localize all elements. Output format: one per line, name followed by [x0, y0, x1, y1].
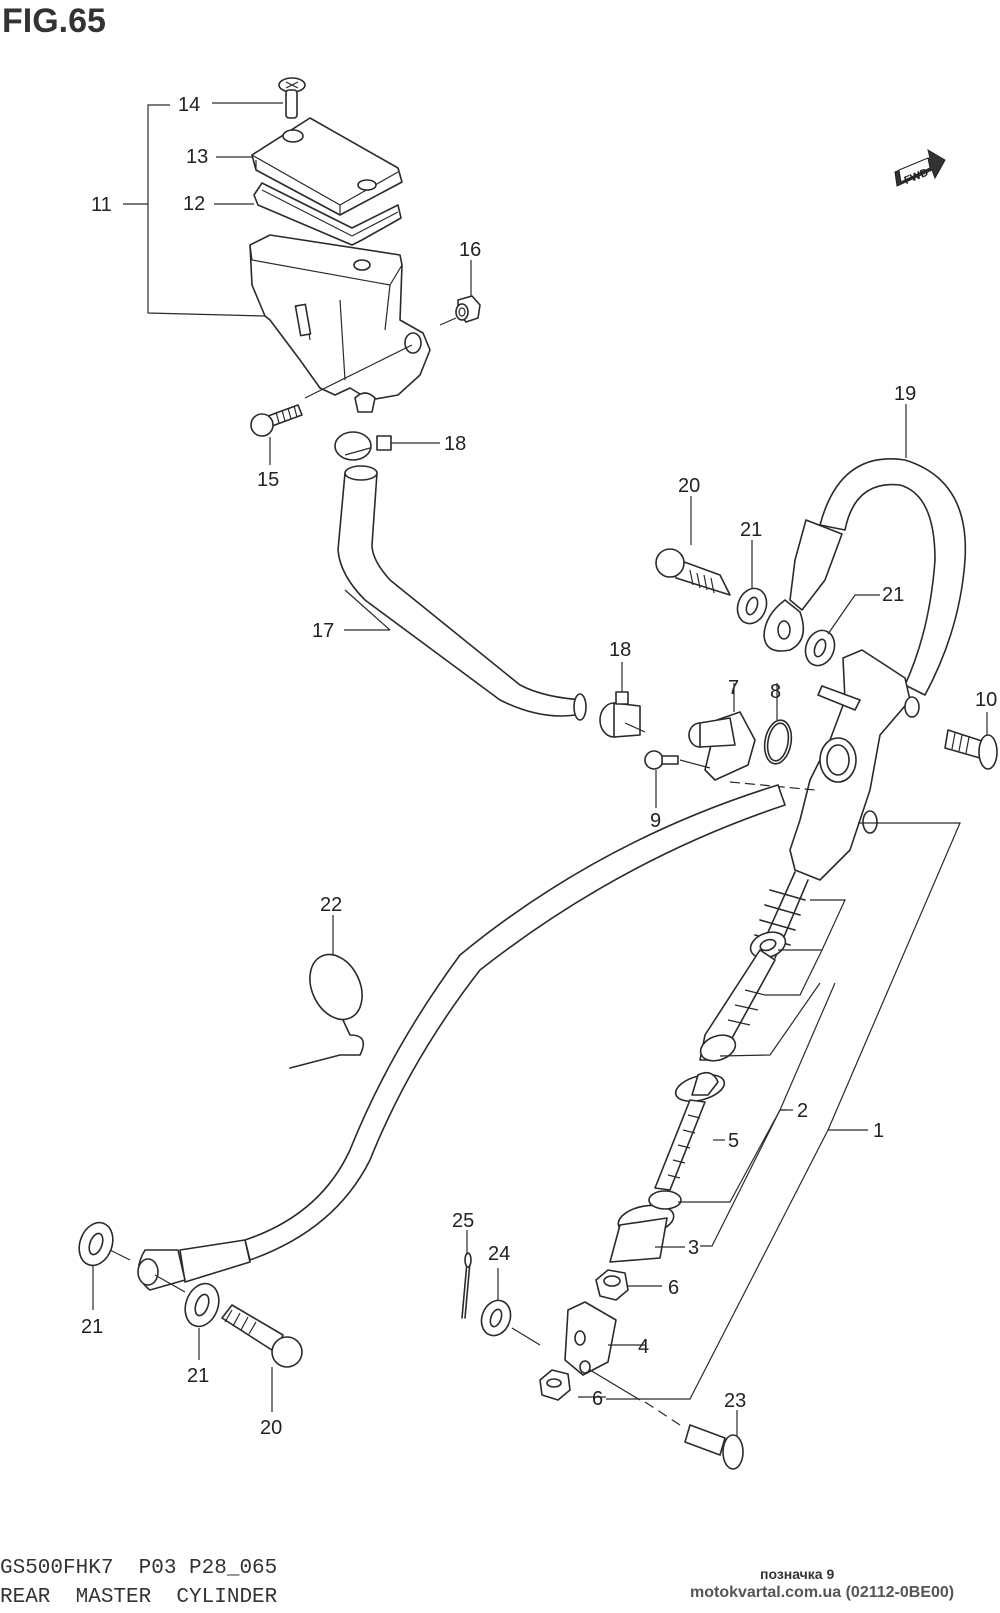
- push-rod: [654, 1071, 726, 1191]
- callout-10: 10: [975, 689, 997, 711]
- watermark-site: motokvartal.com.ua (02112-0BE00): [690, 1584, 955, 1601]
- callout-5: 5: [728, 1130, 739, 1152]
- brake-hose-upper: [763, 458, 967, 696]
- union-bolt-lower: [221, 1304, 303, 1368]
- callout-19: 19: [894, 383, 916, 405]
- callout-9: 9: [650, 810, 661, 832]
- connector: [688, 711, 756, 781]
- callout-24: 24: [488, 1243, 510, 1265]
- callout-23: 23: [724, 1390, 746, 1412]
- callout-25: 25: [452, 1210, 474, 1232]
- callout-21-upper-a: 21: [740, 519, 762, 541]
- callout-11: 11: [91, 194, 112, 216]
- callout-12: 12: [183, 193, 205, 215]
- callout-6-lower: 6: [592, 1388, 603, 1410]
- cylinder-spring: [754, 871, 809, 959]
- callout-14: 14: [178, 94, 200, 116]
- o-ring: [763, 719, 793, 765]
- reservoir-diaphragm: [253, 182, 402, 246]
- gasket-lower-b: [184, 1282, 220, 1328]
- callout-21-lower-a: 21: [81, 1316, 103, 1338]
- callout-18-lower: 18: [609, 639, 631, 661]
- callout-6-upper: 6: [668, 1277, 679, 1299]
- reservoir-cap-screw: [278, 77, 306, 119]
- reservoir-tank: [249, 234, 431, 413]
- callout-18-upper: 18: [444, 433, 466, 455]
- callout-21-lower-b: 21: [187, 1365, 209, 1387]
- master-cylinder-body: [789, 649, 920, 881]
- nut-upper: [595, 1269, 629, 1301]
- clevis: [564, 1301, 617, 1376]
- nut-lower: [539, 1369, 571, 1401]
- gasket-upper-a: [736, 587, 768, 625]
- figure-name: REAR MASTER CYLINDER: [0, 1586, 278, 1609]
- union-bolt-upper: [655, 548, 731, 596]
- reservoir-hose: [337, 465, 587, 721]
- connector-screw: [644, 750, 679, 770]
- callout-17: 17: [312, 620, 334, 642]
- piston: [699, 949, 776, 1062]
- washer: [480, 1299, 512, 1337]
- callout-20-lower: 20: [260, 1417, 282, 1439]
- reservoir-group: [123, 77, 481, 465]
- callout-13: 13: [186, 146, 208, 168]
- reservoir-cap: [251, 117, 403, 216]
- hose-clamp-wire: [289, 953, 365, 1069]
- callout-7: 7: [728, 677, 739, 699]
- reservoir-nut: [455, 295, 481, 323]
- callout-1: 1: [873, 1120, 884, 1142]
- callout-22: 22: [320, 894, 342, 916]
- gasket-lower-a: [78, 1221, 114, 1267]
- boot: [609, 1190, 682, 1263]
- callout-3: 3: [688, 1237, 699, 1259]
- watermark-mark: позначка 9: [760, 1566, 835, 1582]
- gasket-upper-b: [804, 629, 836, 667]
- cotter-pin: [461, 1252, 472, 1319]
- clevis-pin: [684, 1424, 744, 1470]
- reservoir-bolt: [250, 404, 303, 437]
- callout-21-upper-b: 21: [882, 584, 904, 606]
- master-cylinder-bolt: [944, 729, 998, 770]
- callout-20-upper: 20: [678, 475, 700, 497]
- callout-4: 4: [638, 1336, 649, 1358]
- hose-clamp-lower: [599, 691, 646, 738]
- model-code: GS500FHK7 P03 P28_065: [0, 1557, 278, 1580]
- callout-16: 16: [459, 239, 481, 261]
- callout-8: 8: [770, 681, 781, 703]
- figure-title: FIG.65: [2, 2, 106, 40]
- callout-15: 15: [257, 469, 279, 491]
- hose-clamp-upper: [334, 431, 392, 461]
- fwd-arrow-icon: FWD: [894, 148, 946, 187]
- callout-2: 2: [797, 1100, 808, 1122]
- brake-hose-lower: [137, 784, 786, 1291]
